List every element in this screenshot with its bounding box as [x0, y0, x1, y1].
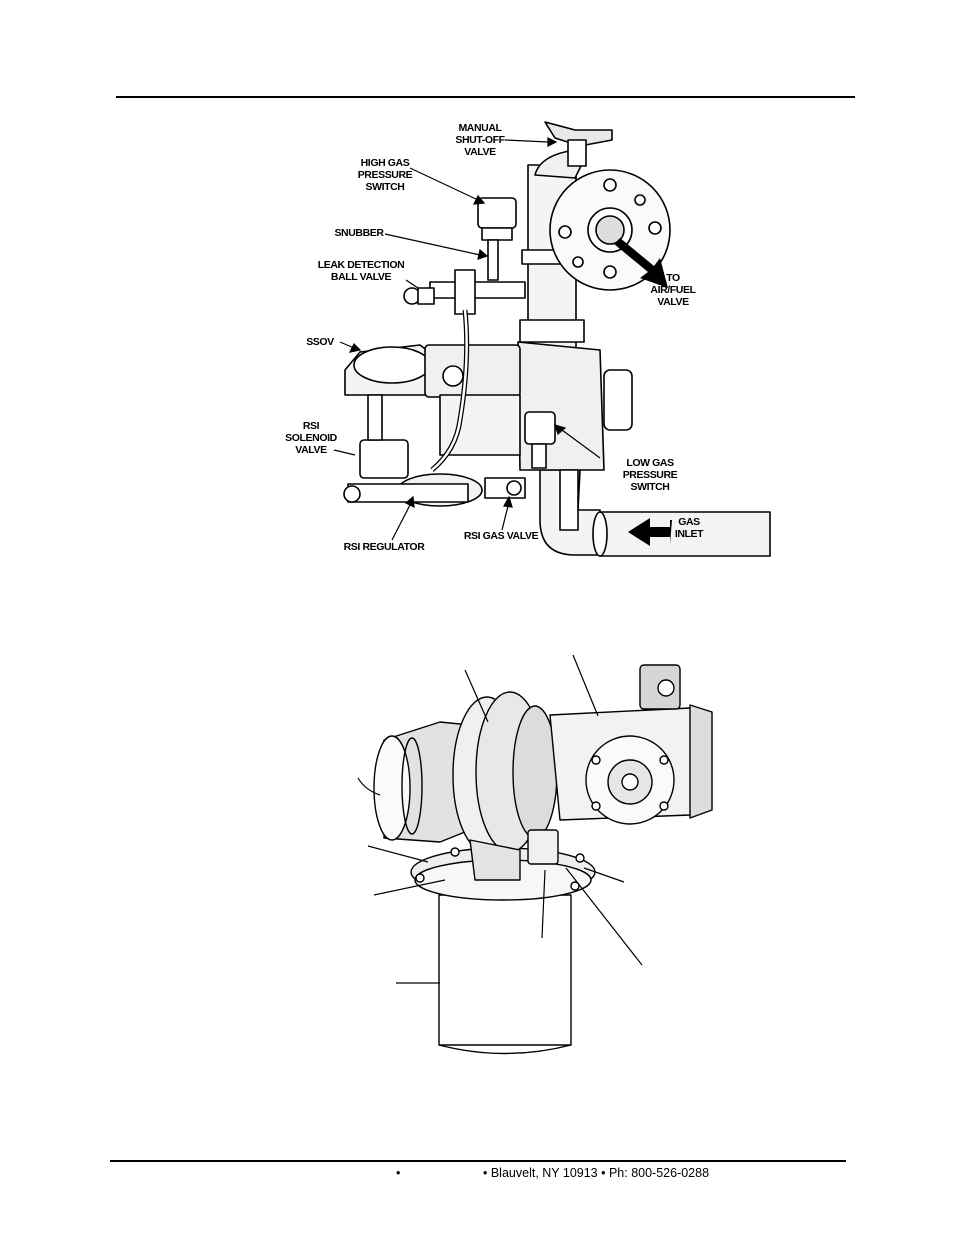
header-rule	[116, 96, 855, 98]
label-ssov: SSOV	[306, 336, 334, 348]
to-air-fuel-arrow	[614, 238, 668, 288]
gas-inlet-arrow	[628, 518, 672, 546]
label-rsi-gas-valve: RSI GAS VALVE	[463, 530, 539, 542]
label-manual-shutoff-valve: MANUAL SHUT-OFF VALVE	[455, 122, 505, 158]
label-leak-detection-ball-valve: LEAK DETECTION BALL VALVE	[317, 259, 405, 283]
label-rsi-regulator: RSI REGULATOR	[343, 541, 425, 553]
footer-rule	[110, 1160, 846, 1162]
label-to-air-fuel-valve: TO AIR/FUEL VALVE	[650, 272, 696, 308]
footer-bullet: •	[396, 1166, 401, 1180]
gas-train-illustration	[333, 121, 771, 557]
label-gas-inlet: GAS INLET	[674, 516, 704, 540]
footer: • • Blauvelt, NY 10913 • Ph: 800-526-028…	[110, 1166, 846, 1182]
label-low-gas-pressure-switch: LOW GAS PRESSURE SWITCH	[622, 457, 678, 493]
label-snubber: SNUBBER	[334, 227, 384, 239]
label-high-gas-pressure-switch: HIGH GAS PRESSURE SWITCH	[357, 157, 413, 193]
blower-assembly-illustration	[357, 654, 713, 1055]
label-rsi-solenoid-valve: RSI SOLENOID VALVE	[285, 420, 337, 456]
footer-contact: • Blauvelt, NY 10913 • Ph: 800-526-0288	[483, 1166, 710, 1180]
